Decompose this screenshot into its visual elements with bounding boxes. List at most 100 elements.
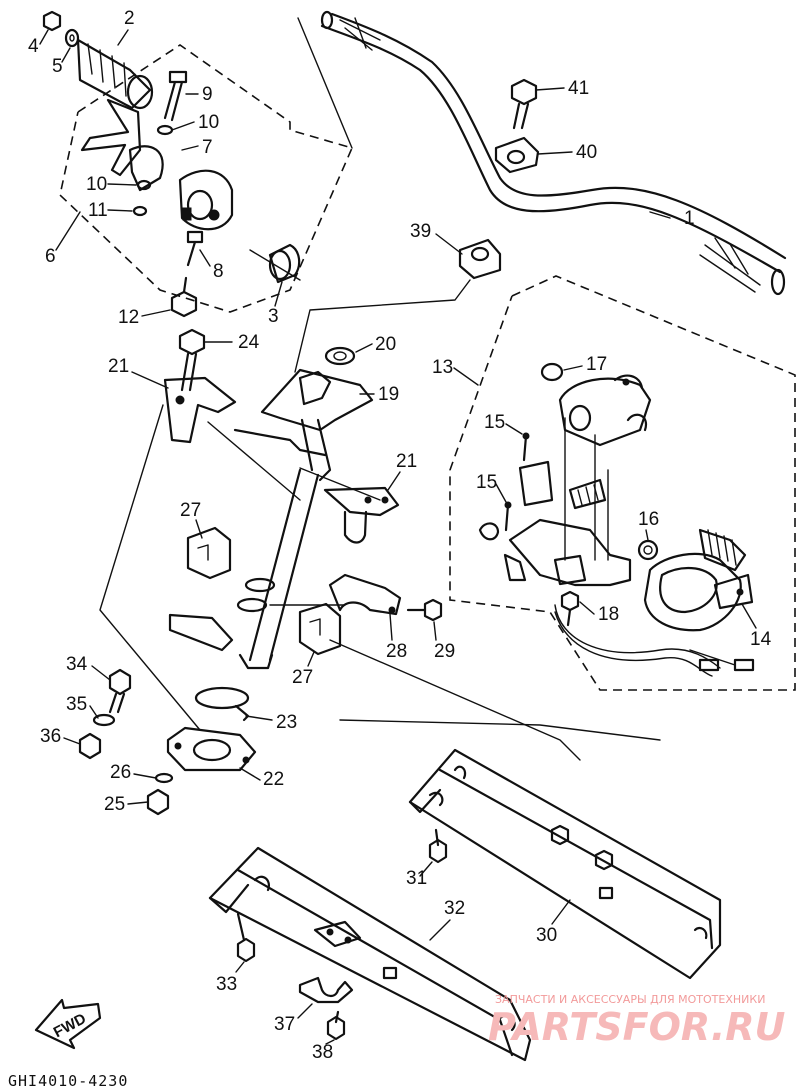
bolt-24: [178, 328, 206, 392]
leader-line-16: [645, 529, 649, 541]
handlebar-holder-upper: [494, 136, 540, 174]
washer-11: [132, 205, 148, 217]
screw-12: [170, 276, 198, 318]
leader-line-25: [127, 801, 149, 805]
leader-line-15: [505, 423, 523, 435]
reinforcement-plate-32: [208, 846, 532, 1062]
leader-line-8: [199, 249, 211, 267]
washer-10-upper: [156, 124, 174, 136]
leader-lines: [99, 17, 661, 761]
part-label-27b: 27: [292, 667, 313, 688]
leader-line-30: [551, 899, 571, 925]
part-label-2: 2: [124, 8, 135, 29]
leader-line-34: [91, 665, 111, 681]
part-label-11: 11: [88, 200, 108, 221]
bolt-9: [163, 70, 188, 122]
switch-top-cover: [558, 374, 652, 447]
part-label-41: 41: [568, 78, 589, 99]
leader-line-37: [297, 1003, 313, 1019]
nut-36: [78, 732, 102, 760]
handlebar-end-left: [320, 10, 334, 30]
part-label-32: 32: [444, 898, 465, 919]
part-label-15b: 15: [476, 472, 497, 493]
grommet-16: [637, 539, 659, 561]
leader-line-17: [563, 365, 583, 371]
part-label-3: 3: [268, 306, 279, 327]
part-label-17: 17: [586, 354, 607, 375]
switch-group-outline: [449, 275, 796, 691]
screw-38: [326, 1010, 346, 1041]
bolt-34: [108, 668, 132, 714]
leader-line-23: [245, 715, 273, 721]
leader-line-26: [133, 773, 157, 779]
part-label-21: 21: [108, 356, 129, 377]
bracket-21-lower: [323, 486, 400, 544]
leader-line-3: [274, 281, 283, 307]
part-label-22: 22: [263, 769, 284, 790]
washer-26: [154, 772, 174, 784]
washer-5: [64, 28, 80, 48]
screw-8: [186, 230, 204, 267]
leader-line-36: [63, 737, 81, 745]
part-label-31: 31: [406, 868, 427, 889]
part-label-28: 28: [386, 641, 407, 662]
grommet-17: [540, 362, 564, 382]
switch-body: [478, 417, 632, 587]
nut-25: [146, 788, 170, 816]
part-label-7: 7: [202, 137, 213, 158]
part-label-5: 5: [52, 56, 63, 77]
part-label-34: 34: [66, 654, 88, 675]
plate-22: [166, 726, 257, 772]
throttle-group-outline: [59, 44, 354, 313]
part-label-10: 10: [198, 112, 219, 133]
part-label-14: 14: [750, 629, 772, 650]
leader-line-39: [435, 233, 463, 255]
leader-line-35: [89, 705, 99, 719]
part-label-16: 16: [638, 509, 659, 530]
leader-line-27: [195, 519, 203, 539]
bolt-31: [428, 828, 448, 864]
leader-line-4: [39, 29, 49, 45]
switch-wiring: [554, 604, 755, 677]
leader-line-5: [61, 47, 71, 63]
part-label-25: 25: [104, 794, 125, 815]
leader-line-13: [453, 367, 479, 386]
part-label-19: 19: [378, 384, 399, 405]
leader-line-7: [181, 145, 199, 151]
bracket-21-upper: [163, 376, 237, 444]
diagram-code: GHI4010-4230: [8, 1072, 128, 1090]
leader-line-15b: [495, 483, 507, 503]
bolt-33: [236, 912, 256, 963]
fwd-label: FWD: [51, 1010, 89, 1041]
leader-line-1: [649, 211, 671, 219]
part-label-13: 13: [432, 357, 453, 378]
watermark-tagline: ЗАПЧАСТИ И АКСЕССУАРЫ ДЛЯ МОТОТЕХНИКИ: [495, 993, 765, 1006]
part-label-9: 9: [202, 84, 213, 105]
part-label-4: 4: [28, 36, 39, 57]
clamp-37: [298, 976, 354, 1004]
leader-line-41: [535, 87, 565, 91]
fwd-arrow: FWD: [34, 998, 102, 1050]
leader-line-18: [579, 601, 595, 615]
handlebar-end-right: [770, 268, 786, 296]
part-label-26: 26: [110, 762, 131, 783]
leader-line-27b: [307, 651, 315, 667]
screw-15-lower: [504, 501, 512, 532]
steering-column: [168, 368, 374, 670]
leader-line-20: [355, 343, 373, 353]
part-label-18: 18: [598, 604, 619, 625]
leader-line-10b: [107, 183, 137, 186]
collar-3: [268, 243, 301, 284]
handlebar-holder-lower: [458, 238, 502, 280]
part-label-29: 29: [434, 641, 455, 662]
part-label-38: 38: [312, 1042, 333, 1063]
leader-line-38: [325, 1039, 335, 1045]
part-label-40: 40: [576, 142, 597, 163]
leader-line-31: [419, 861, 433, 877]
leader-line-11: [107, 209, 133, 212]
bushing-half-27-upper: [186, 526, 232, 580]
throttle-lever: [80, 98, 164, 192]
leader-line-21b: [387, 471, 401, 491]
part-label-39: 39: [410, 221, 431, 242]
